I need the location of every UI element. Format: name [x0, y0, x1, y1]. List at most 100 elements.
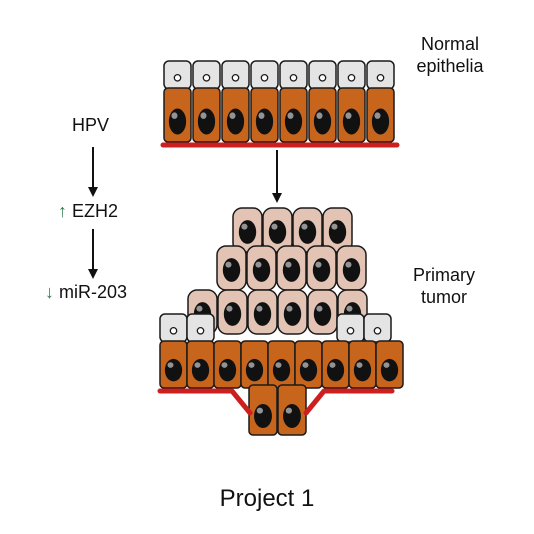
nucleus-highlight	[316, 112, 323, 119]
cell-nucleus	[164, 358, 183, 382]
basal-cell	[240, 340, 269, 389]
primary-tumor	[157, 207, 404, 436]
nucleus-highlight	[248, 362, 255, 368]
nucleus-highlight	[302, 362, 309, 368]
nucleus-highlight	[329, 362, 336, 368]
cell-nucleus	[282, 258, 301, 282]
label-tumor-line2: tumor	[420, 287, 467, 307]
tumor-cell	[307, 289, 338, 335]
cell-nucleus	[254, 404, 272, 428]
label-ezh2: ↑ EZH2	[58, 200, 118, 222]
nucleus-highlight	[285, 261, 292, 268]
nucleus-highlight	[301, 223, 308, 230]
cell-nucleus	[223, 302, 242, 326]
cell-nucleus	[283, 302, 302, 326]
normal-epithelium	[160, 60, 400, 148]
suprabasal-nucleus	[231, 73, 240, 82]
basal-cell	[213, 340, 242, 389]
basal-cell	[294, 340, 323, 389]
cell-nucleus	[284, 108, 303, 135]
cell-nucleus	[353, 358, 372, 382]
cell-nucleus	[226, 108, 245, 135]
nucleus-highlight	[225, 261, 232, 268]
suprabasal-nucleus	[169, 326, 178, 335]
nucleus-highlight	[256, 305, 263, 312]
suprabasal-nucleus	[318, 73, 327, 82]
label-hpv: HPV	[72, 115, 110, 135]
tumor-cell	[322, 207, 353, 253]
label-mir203: ↓ miR-203	[45, 281, 127, 303]
nucleus-highlight	[287, 112, 294, 119]
nucleus-highlight	[241, 223, 248, 230]
cell-nucleus	[326, 358, 345, 382]
up-arrow-icon: ↑	[58, 201, 67, 221]
basal-cell	[321, 340, 350, 389]
basal-cell	[163, 87, 192, 143]
cell-nucleus	[222, 258, 241, 282]
nucleus-highlight	[256, 407, 264, 414]
suprabasal-cell	[163, 60, 192, 90]
nucleus-highlight	[374, 112, 381, 119]
suprabasal-nucleus	[347, 73, 356, 82]
suprabasal-nucleus	[202, 73, 211, 82]
label-normal-line1: Normal	[420, 34, 479, 54]
cell-nucleus	[312, 258, 331, 282]
tumor-cell	[232, 207, 263, 253]
tumor-cell	[336, 245, 367, 291]
cell-nucleus	[283, 404, 301, 428]
label-primary-tumor: Primary tumor	[396, 264, 492, 308]
suprabasal-nucleus	[196, 326, 205, 335]
nucleus-highlight	[226, 305, 233, 312]
nucleus-highlight	[286, 305, 293, 312]
suprabasal-cell	[363, 313, 392, 343]
cell-nucleus	[197, 108, 216, 135]
suprabasal-cell	[250, 60, 279, 90]
basement-membrane-broken	[157, 388, 395, 416]
cell-nucleus	[328, 220, 347, 244]
arrows	[88, 147, 282, 279]
label-ezh2-text: EZH2	[67, 201, 119, 221]
nucleus-highlight	[271, 223, 278, 230]
cell-nucleus	[371, 108, 390, 135]
tumor-cell	[216, 245, 247, 291]
suprabasal-cell	[186, 313, 215, 343]
tumor-cell	[276, 245, 307, 291]
nucleus-highlight	[255, 261, 262, 268]
basal-cell	[366, 87, 395, 143]
suprabasal-nucleus	[260, 73, 269, 82]
nucleus-highlight	[356, 362, 363, 368]
nucleus-highlight	[331, 223, 338, 230]
suprabasal-cell	[308, 60, 337, 90]
cell-nucleus	[255, 108, 274, 135]
nucleus-highlight	[229, 112, 236, 119]
nucleus-highlight	[200, 112, 207, 119]
tumor-cell	[246, 245, 277, 291]
cell-nucleus	[272, 358, 291, 382]
suprabasal-cell	[221, 60, 250, 90]
suprabasal-nucleus	[346, 326, 355, 335]
cell-nucleus	[238, 220, 257, 244]
basal-cell	[192, 87, 221, 143]
basal-cell	[248, 384, 278, 436]
suprabasal-cell	[279, 60, 308, 90]
nucleus-highlight	[167, 362, 174, 368]
suprabasal-nucleus	[173, 73, 182, 82]
nucleus-highlight	[171, 112, 178, 119]
nucleus-highlight	[194, 362, 201, 368]
nucleus-highlight	[285, 407, 293, 414]
nucleus-highlight	[316, 305, 323, 312]
nucleus-highlight	[383, 362, 390, 368]
basal-cell	[267, 340, 296, 389]
label-project: Project 1	[219, 485, 315, 512]
cell-nucleus	[268, 220, 287, 244]
cell-nucleus	[342, 108, 361, 135]
suprabasal-cell	[337, 60, 366, 90]
suprabasal-cell	[159, 313, 188, 343]
suprabasal-nucleus	[376, 73, 385, 82]
nucleus-highlight	[315, 261, 322, 268]
nucleus-highlight	[346, 305, 353, 312]
label-normal-line2: epithelia	[416, 56, 484, 76]
basal-cell	[337, 87, 366, 143]
basal-cell	[279, 87, 308, 143]
